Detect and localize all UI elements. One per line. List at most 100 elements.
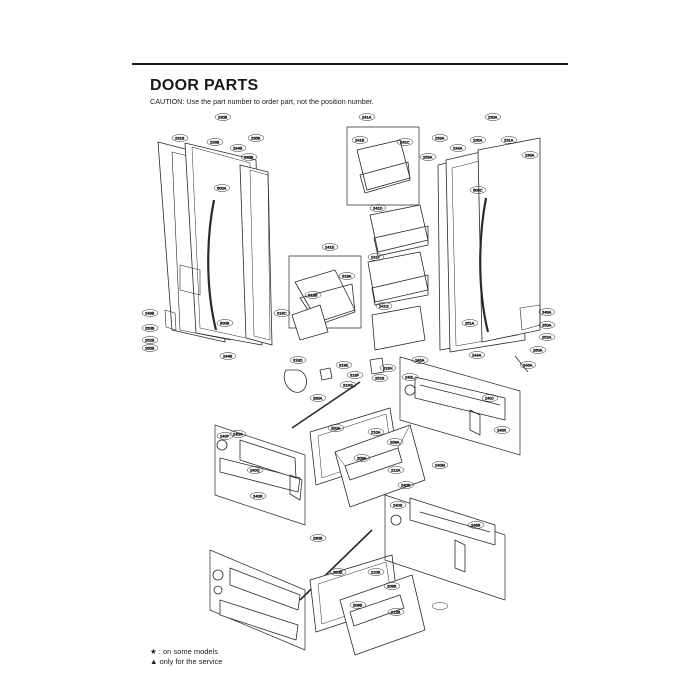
svg-text:319D: 319D [293,358,303,363]
callout-231A: 231A [500,136,518,144]
callout-251B-lower [431,602,449,610]
svg-text:319G: 319G [343,383,353,388]
callout-241A: 241A [358,113,376,121]
callout-319E: 319E [335,361,353,369]
callout-250A: 250A [538,321,556,329]
callout-233B: 233B [206,138,224,146]
svg-text:233A: 233A [435,136,445,141]
svg-text:239B: 239B [244,155,254,160]
svg-text:319A: 319A [342,274,352,279]
svg-text:212B: 212B [391,610,401,615]
callout-235B: 235B [247,134,265,142]
callout-212B: 212B [387,608,405,616]
callout-246B: 246B [467,521,485,529]
callout-212A: 212A [387,466,405,474]
svg-text:319F: 319F [350,373,360,378]
svg-text:241C: 241C [400,140,410,145]
svg-text:319B: 319B [308,293,318,298]
svg-text:319C: 319C [277,311,287,316]
callout-234A: 234A [449,144,467,152]
svg-text:250B: 250B [145,326,155,331]
svg-text:252A: 252A [542,335,552,340]
callout-240M: 240M [431,461,449,469]
svg-text:210B: 210B [371,570,381,575]
svg-text:290A: 290A [313,396,323,401]
callout-241B: 241B [351,136,369,144]
callout-234B: 234B [229,144,247,152]
callout-241C: 241C [396,138,414,146]
svg-text:210A: 210A [371,430,381,435]
svg-text:240Q: 240Q [250,468,260,473]
right-door-assembly [437,137,541,353]
page-title: DOOR PARTS [150,77,259,94]
svg-text:209A: 209A [390,440,400,445]
callout-253A: 253A [419,153,437,161]
svg-text:233B: 233B [210,140,220,145]
callout-249B: 249B [141,309,159,317]
callout-240L: 240L [401,373,419,381]
svg-text:244B: 244B [223,354,233,359]
svg-text:234A: 234A [453,146,463,151]
callout-240K: 240K [493,426,511,434]
callout-200B: 200B [329,568,347,576]
svg-text:241G: 241G [379,304,389,309]
svg-text:236A: 236A [525,153,535,158]
svg-text:241B: 241B [355,138,365,143]
callout-251A: 251A [461,319,479,327]
svg-text:290B: 290B [313,536,323,541]
header-rule [132,63,568,65]
left-rail-box-lower [209,549,306,651]
svg-text:260A: 260A [533,348,543,353]
callout-319B: 319B [304,291,322,299]
svg-text:240M: 240M [435,463,445,468]
callout-240P: 240P [216,432,234,440]
callout-240Q: 240Q [246,466,264,474]
svg-text:235B: 235B [251,136,261,141]
callout-600A: 600A [213,184,231,192]
door-baskets [291,139,429,351]
callout-260B: 260B [141,344,159,352]
callout-240J: 240J [481,394,499,402]
callout-208B: 208B [349,601,367,609]
callout-250B: 250B [141,324,159,332]
svg-text:246A: 246A [523,363,533,368]
callout-600B: 600B [216,319,234,327]
upper-right-rail-box [399,356,521,456]
callout-209B: 209B [383,582,401,590]
svg-text:240A: 240A [415,358,425,363]
svg-text:600A: 600A [217,186,227,191]
svg-text:230B: 230B [218,115,228,120]
svg-text:208B: 208B [353,603,363,608]
left-door-assembly [157,141,273,346]
callout-208A: 208A [353,454,371,462]
upper-drawer-frame [309,407,426,508]
svg-text:319E: 319E [339,363,349,368]
svg-text:249A: 249A [542,310,552,315]
callout-246A: 246A [519,361,537,369]
callout-600C: 600C [469,186,487,194]
callout-230B: 230B [214,113,232,121]
callout-231B: 231B [171,134,189,142]
callout-319D: 319D [289,356,307,364]
callout-236A: 236A [521,151,539,159]
svg-text:212A: 212A [391,468,401,473]
caution-note: CAUTION: Use the part number to order pa… [150,97,374,106]
svg-text:240R: 240R [253,494,263,499]
lower-drawer-frame [309,554,426,656]
svg-text:208A: 208A [357,456,367,461]
callout-249A: 249A [538,308,556,316]
svg-text:241A: 241A [362,115,372,120]
legend-some-models: ★ : on some models [150,647,219,656]
callout-244B: 244B [219,352,237,360]
callout-252B: 252B [141,336,159,344]
legend-service-only: ▲ only for the service [150,657,223,666]
callout-239B: 239B [240,153,258,161]
svg-text:240P: 240P [220,434,230,439]
svg-text:600B: 600B [220,321,230,326]
svg-text:250A: 250A [542,323,552,328]
callout-209A: 209A [386,438,404,446]
svg-text:200B: 200B [333,570,343,575]
svg-text:240N: 240N [233,432,243,437]
svg-text:252B: 252B [145,338,155,343]
svg-text:240K: 240K [497,428,507,433]
